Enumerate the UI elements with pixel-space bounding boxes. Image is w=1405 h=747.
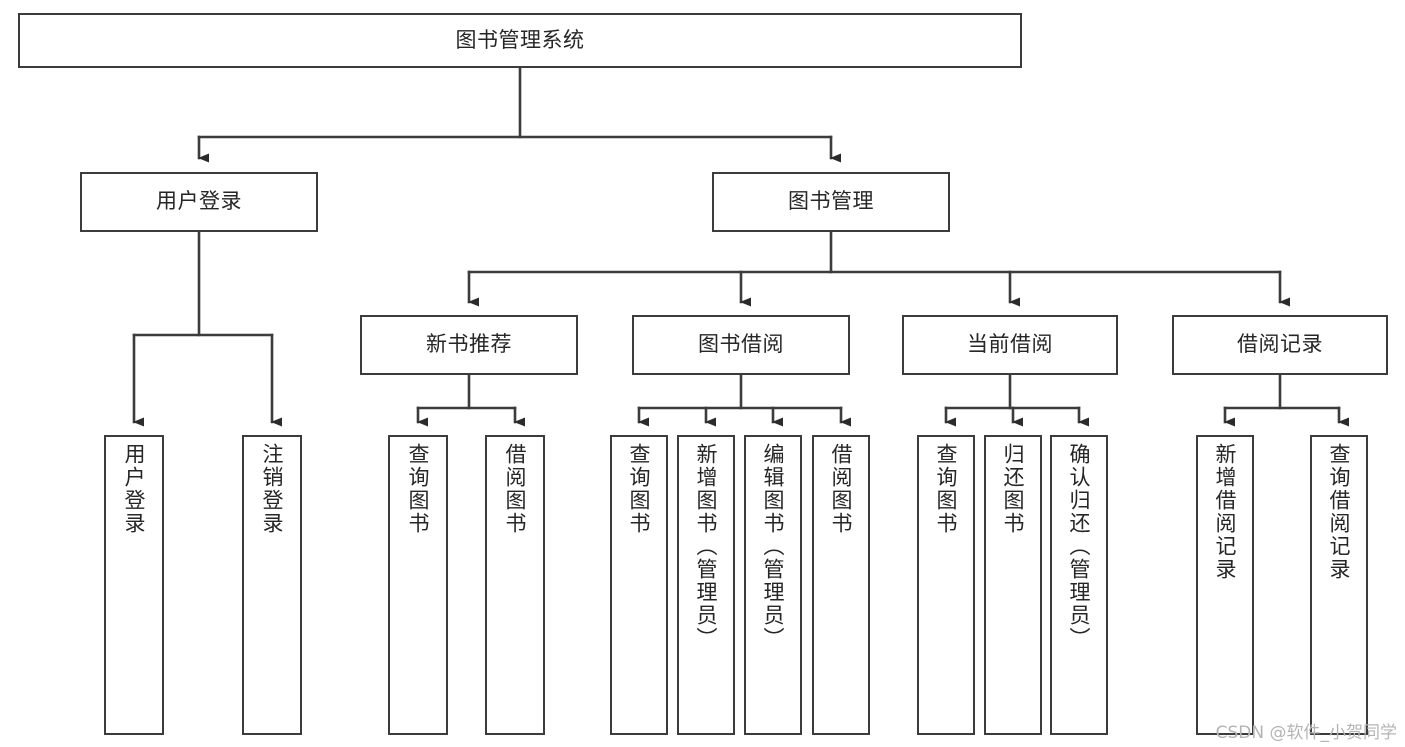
node-book-management[interactable]: 图书管理 — [712, 172, 950, 232]
node-leaf-label: 查询借阅记录 — [1327, 443, 1352, 581]
node-leaf-edit-book-admin[interactable]: 编辑图书（管理员） — [744, 435, 802, 735]
node-leaf-logout[interactable]: 注销登录 — [242, 435, 302, 735]
node-book-borrow[interactable]: 图书借阅 — [632, 315, 850, 375]
node-leaf-label: 借阅图书 — [503, 443, 528, 535]
node-leaf-label: 确认归还（管理员） — [1067, 443, 1092, 650]
node-user-login-label: 用户登录 — [156, 189, 242, 214]
node-leaf-user-login[interactable]: 用户登录 — [104, 435, 164, 735]
node-book-borrow-label: 图书借阅 — [698, 332, 784, 357]
node-root-label: 图书管理系统 — [455, 27, 585, 52]
node-current-borrow[interactable]: 当前借阅 — [902, 315, 1118, 375]
node-leaf-label: 新增借阅记录 — [1213, 443, 1238, 581]
node-borrow-record[interactable]: 借阅记录 — [1172, 315, 1388, 375]
node-leaf-query-book-recommend[interactable]: 查询图书 — [388, 435, 448, 735]
node-current-borrow-label: 当前借阅 — [967, 332, 1053, 357]
node-leaf-label: 用户登录 — [122, 443, 147, 535]
node-book-management-label: 图书管理 — [788, 189, 874, 214]
node-leaf-label: 注销登录 — [260, 443, 285, 535]
node-leaf-label: 查询图书 — [934, 443, 959, 535]
node-leaf-label: 新增图书（管理员） — [694, 443, 719, 650]
watermark-text: CSDN @软件_小贺同学 — [1215, 723, 1397, 743]
node-leaf-query-borrow-record[interactable]: 查询借阅记录 — [1310, 435, 1368, 735]
node-leaf-borrow-book-recommend[interactable]: 借阅图书 — [485, 435, 545, 735]
node-leaf-confirm-return-admin[interactable]: 确认归还（管理员） — [1050, 435, 1108, 735]
node-root-system[interactable]: 图书管理系统 — [18, 13, 1022, 68]
node-new-book-recommend-label: 新书推荐 — [426, 332, 512, 357]
node-leaf-add-book-admin[interactable]: 新增图书（管理员） — [677, 435, 735, 735]
node-leaf-label: 编辑图书（管理员） — [761, 443, 786, 650]
node-leaf-label: 归还图书 — [1001, 443, 1026, 535]
node-leaf-label: 查询图书 — [627, 443, 652, 535]
node-leaf-label: 借阅图书 — [829, 443, 854, 535]
node-borrow-record-label: 借阅记录 — [1237, 332, 1323, 357]
node-new-book-recommend[interactable]: 新书推荐 — [360, 315, 578, 375]
node-leaf-add-borrow-record[interactable]: 新增借阅记录 — [1196, 435, 1254, 735]
node-leaf-label: 查询图书 — [406, 443, 431, 535]
node-leaf-query-book-current[interactable]: 查询图书 — [917, 435, 975, 735]
node-leaf-borrow-book[interactable]: 借阅图书 — [812, 435, 870, 735]
node-leaf-query-book-borrow[interactable]: 查询图书 — [610, 435, 668, 735]
node-user-login[interactable]: 用户登录 — [80, 172, 318, 232]
node-leaf-return-book[interactable]: 归还图书 — [984, 435, 1042, 735]
